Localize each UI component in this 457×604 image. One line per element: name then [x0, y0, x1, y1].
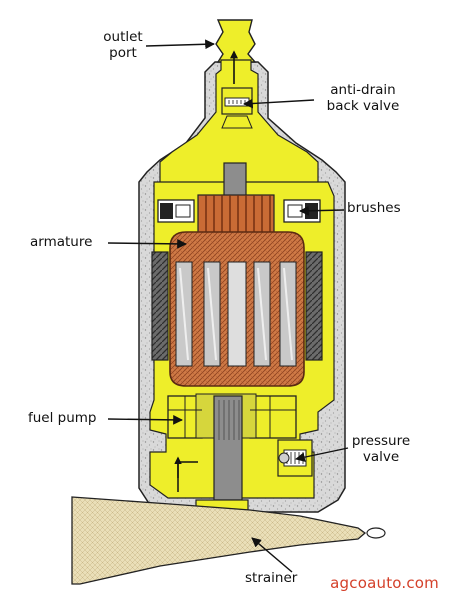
armature-shaft-lower [213, 395, 243, 501]
label-line: back valve [326, 98, 400, 114]
outlet-nipple [215, 19, 257, 63]
strainer-tip [366, 527, 386, 539]
brush-holder-left [157, 199, 195, 223]
label-pressure-valve: pressure valve [345, 433, 417, 465]
commutator [197, 194, 275, 234]
label-anti-drain-valve: anti-drain back valve [316, 82, 410, 114]
label-brushes: brushes [347, 200, 401, 216]
strainer-sock [71, 496, 367, 585]
label-outlet-port: outlet port [98, 29, 148, 61]
magnet-left [151, 251, 169, 361]
magnet-right [305, 251, 323, 361]
label-armature: armature [30, 234, 93, 250]
label-fuel-pump: fuel pump [28, 410, 97, 426]
label-line: port [109, 45, 137, 61]
label-strainer: strainer [245, 570, 298, 586]
label-line: valve [362, 449, 400, 465]
pressure-relief-valve [277, 439, 313, 477]
label-line: pressure [351, 433, 411, 449]
armature [169, 231, 305, 387]
label-line: anti-drain [330, 82, 396, 98]
armature-shaft-top [223, 162, 247, 198]
watermark: agcoauto.com [330, 574, 439, 592]
anti-drain-valve [221, 87, 253, 129]
label-line: outlet [103, 29, 143, 45]
leader-lines [107, 39, 349, 573]
